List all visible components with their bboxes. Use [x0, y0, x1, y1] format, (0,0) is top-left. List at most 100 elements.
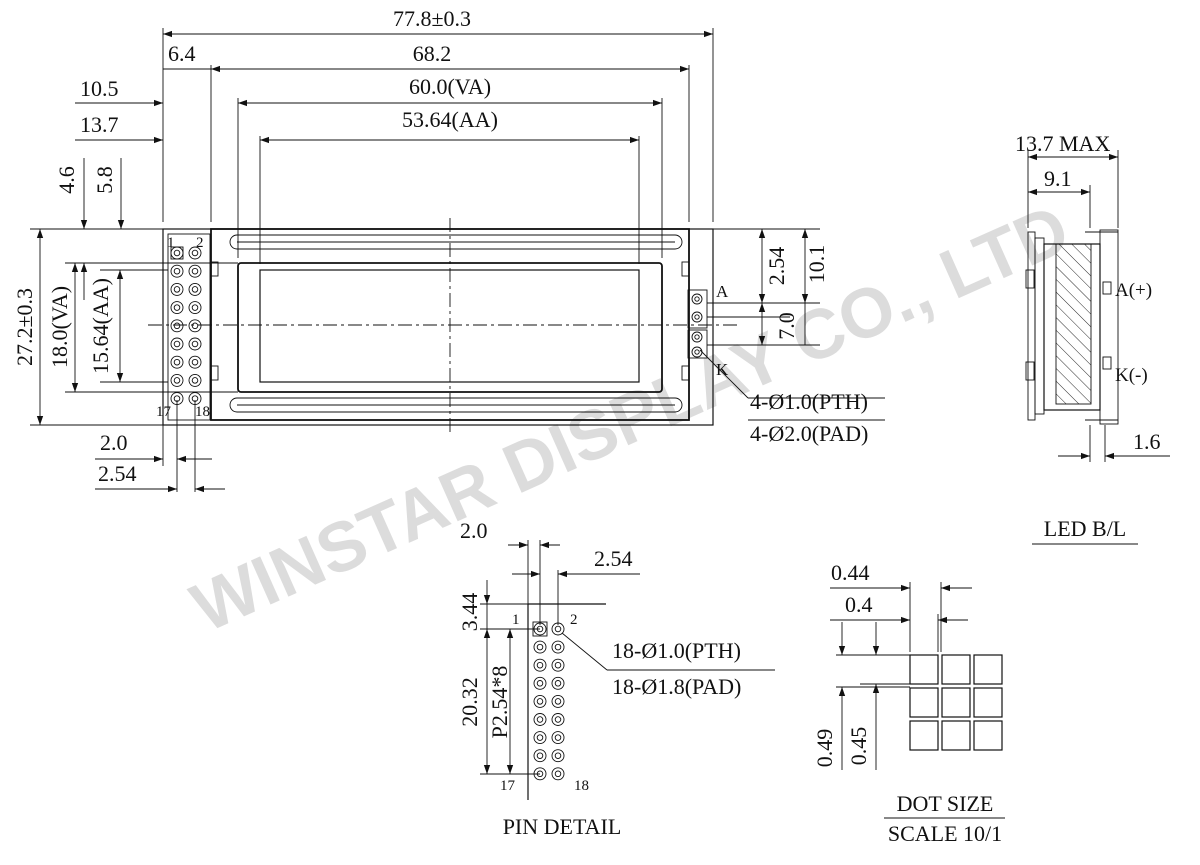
pd-pin-hole	[554, 770, 562, 778]
pin-pitch-label: 2.54	[98, 461, 137, 486]
pd-pin-hole	[554, 716, 562, 723]
pd-pin-18-label: 18	[574, 778, 589, 794]
dot-pitch-h-label: 0.49	[812, 729, 837, 768]
left-offset-3-label: 13.7	[80, 112, 119, 137]
pd-pin-hole	[554, 661, 562, 669]
pd-pin-pad	[533, 749, 547, 763]
side-pin-length-label: 1.6	[1133, 429, 1161, 454]
pd-pin-pad	[551, 640, 565, 654]
top-offset-2-label: 5.8	[92, 166, 117, 194]
pd-pin-hole	[554, 752, 562, 759]
backlight-holes	[691, 293, 703, 358]
active-area	[259, 269, 640, 383]
pin-detail-holes	[533, 622, 565, 781]
bl-hole	[694, 314, 700, 320]
pin-pad	[170, 355, 184, 369]
pin-1-square-pad	[170, 246, 184, 260]
pd-pin-2-label: 2	[570, 612, 578, 628]
pin-edge-label: 2.0	[100, 430, 128, 455]
pin-pad	[188, 301, 202, 315]
bl-pad	[691, 331, 703, 343]
backlight-pad-frame-a	[687, 289, 708, 329]
pd-pin-pad	[533, 713, 547, 726]
pin-hole	[173, 267, 181, 275]
pd-pin-pad	[533, 731, 547, 745]
pin-hole	[191, 249, 199, 257]
pd-pin-pad	[551, 713, 565, 726]
pin-pad	[170, 282, 184, 296]
pd-top-label: 3.44	[457, 593, 482, 632]
pd-pitch-label: 2.54	[594, 546, 633, 571]
pin-pad	[170, 373, 184, 387]
dot-cell	[909, 687, 939, 718]
pd-pin-pad	[551, 658, 565, 672]
anode-label: A	[716, 282, 729, 301]
pin-hole	[173, 286, 181, 293]
pd-pth-label: 18-Ø1.0(PTH)	[612, 638, 741, 663]
side-cathode-tab	[1102, 356, 1112, 370]
dot-cell	[973, 687, 1003, 718]
bl-spacing-label: 7.0	[774, 312, 799, 340]
pin-18-label: 18	[195, 404, 210, 420]
pin-hole	[191, 286, 199, 293]
pin-detail: 1 2 17 18 2.0 2.54 3.44 20.32 P2.54*8 18…	[457, 518, 775, 839]
pin-detail-caption: PIN DETAIL	[503, 814, 622, 839]
top-rail	[229, 234, 683, 250]
pd-pin-pad	[551, 767, 565, 781]
dot-cell	[941, 654, 971, 685]
pd-pin-pad	[551, 731, 565, 745]
bezel-width-label: 68.2	[413, 41, 452, 66]
pin-hole	[173, 358, 181, 366]
backlight-pad-frame-k	[687, 329, 708, 359]
front-dimensions: 77.8±0.3 68.2 6.4 60.0(VA) 10.5 53.64(AA…	[12, 6, 885, 493]
bl-pad-label: 4-Ø2.0(PAD)	[750, 421, 868, 446]
dot-cell	[941, 720, 971, 751]
bl-hole	[694, 296, 700, 302]
pin-pad	[188, 282, 202, 296]
overall-width-label: 77.8±0.3	[393, 6, 471, 31]
dot-cell	[909, 654, 939, 685]
pd-pin-pad	[551, 676, 565, 690]
pin-hole	[191, 304, 199, 311]
pd-pin-hole	[536, 716, 544, 723]
cathode-label: K	[716, 360, 729, 379]
front-view: A K 1 2 17 18	[148, 218, 740, 432]
pd-pitch-count-label: P2.54*8	[487, 666, 512, 739]
pd-span-label: 20.32	[457, 677, 482, 727]
pin-pad	[188, 319, 202, 333]
pd-pin-pad	[551, 749, 565, 763]
bl-pitch-label: 2.54	[764, 247, 789, 286]
pin-hole	[173, 249, 181, 257]
pin-pad	[188, 337, 202, 351]
pin-pad	[188, 355, 202, 369]
aa-height-label: 15.64(AA)	[88, 278, 113, 374]
pd-pin-hole	[554, 643, 562, 651]
left-offset-1-label: 6.4	[168, 41, 196, 66]
pd-pin-pad	[533, 658, 547, 672]
pd-pin-pad	[551, 694, 565, 708]
pin-hole	[173, 322, 181, 330]
pd-pin-hole	[554, 734, 562, 741]
pin-2-label: 2	[196, 235, 204, 251]
dot-size-detail: 0.44 0.4 0.49 0.45 DOT SIZE SCALE 10/1	[812, 560, 1005, 846]
side-anode-label: A(+)	[1115, 280, 1152, 301]
pin-hole	[191, 358, 199, 366]
pin-hole	[191, 377, 199, 384]
va-height-label: 18.0(VA)	[47, 286, 72, 368]
pd-edge-label: 2.0	[460, 518, 488, 543]
dot-cell	[973, 654, 1003, 685]
pin-hole	[191, 322, 199, 330]
dot-caption-2: SCALE 10/1	[888, 821, 1002, 846]
pd-pin-hole	[536, 680, 544, 687]
bl-hole	[694, 349, 700, 355]
bl-pad	[691, 293, 703, 305]
pd-pin-pad	[533, 676, 547, 690]
side-anode-tab	[1102, 281, 1112, 295]
pin-hole	[191, 267, 199, 275]
va-width-label: 60.0(VA)	[409, 74, 491, 99]
side-cathode-label: K(-)	[1115, 365, 1148, 386]
pin-hole	[173, 304, 181, 311]
bl-pad	[691, 311, 703, 323]
bl-pth-label: 4-Ø1.0(PTH)	[750, 389, 868, 414]
